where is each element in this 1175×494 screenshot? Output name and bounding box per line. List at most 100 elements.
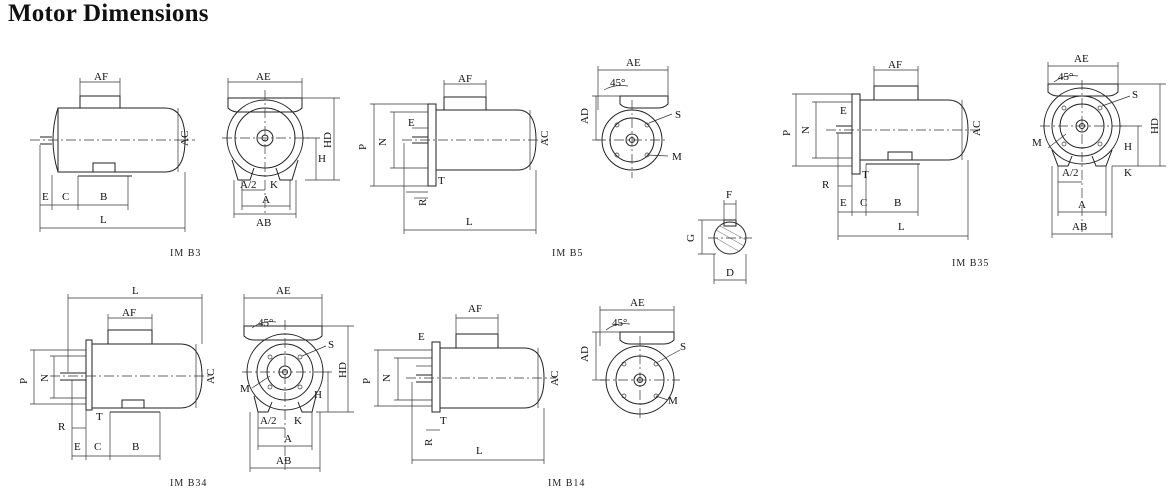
dim-label-e: E: [42, 191, 49, 203]
im-b3-front-view: [222, 78, 340, 218]
dim-label-45-deg: 45°: [612, 317, 627, 329]
dim-label-e: E: [840, 105, 847, 117]
caption-im-b5: IM B5: [552, 248, 583, 259]
dim-label-r: R: [423, 438, 435, 446]
dim-label-n: N: [39, 374, 51, 382]
dim-label-ac: AC: [971, 121, 983, 136]
dim-label-l: L: [466, 216, 473, 228]
dim-label-e: E: [840, 197, 847, 209]
dim-label-ad: AD: [579, 108, 591, 124]
dim-label-m: M: [668, 395, 678, 407]
dim-label-a: A: [284, 433, 292, 445]
dim-label-hd: HD: [337, 362, 349, 378]
dim-label-n: N: [377, 138, 389, 146]
dim-label-ae: AE: [256, 71, 271, 83]
dim-label-m: M: [1032, 137, 1042, 149]
dim-label-a: A: [1078, 199, 1086, 211]
dim-label-h: H: [314, 389, 322, 401]
im-b35-side-view: [792, 66, 978, 240]
dim-label-l: L: [100, 214, 107, 226]
dim-label-hd: HD: [1149, 118, 1161, 134]
im-b3-side-view: [30, 78, 195, 232]
dim-label-b: B: [132, 441, 139, 453]
page-title: Motor Dimensions: [8, 0, 209, 27]
dim-label-l: L: [132, 285, 139, 297]
dim-label-s: S: [680, 341, 686, 353]
dim-label-ac: AC: [549, 371, 561, 386]
dim-label-af: AF: [94, 71, 108, 83]
dim-label-h: H: [318, 153, 326, 165]
caption-im-b34: IM B34: [170, 478, 207, 489]
dim-label-ae: AE: [630, 297, 645, 309]
dim-label-l: L: [476, 445, 483, 457]
im-b35-front-view: [1040, 62, 1166, 238]
dim-label-t: T: [862, 169, 869, 181]
dim-label-h: H: [1124, 141, 1132, 153]
dim-label-ab: AB: [1072, 221, 1087, 233]
dim-label-ae: AE: [1074, 53, 1089, 65]
dim-label-b: B: [100, 191, 107, 203]
dim-label-m: M: [240, 383, 250, 395]
dim-label-e: E: [418, 331, 425, 343]
dim-label-p: P: [18, 378, 30, 384]
dim-label-p: P: [357, 144, 369, 150]
dim-label-d: D: [726, 267, 734, 279]
dim-label-c: C: [62, 191, 69, 203]
dim-label-af: AF: [888, 59, 902, 71]
dim-label-p: P: [361, 378, 373, 384]
dim-label-t: T: [96, 411, 103, 423]
dim-label-ab: AB: [256, 217, 271, 229]
dim-label-a: A: [262, 194, 270, 206]
im-b5-front-view: [592, 66, 673, 178]
im-b34-side-view: [30, 294, 212, 460]
dim-label-t: T: [438, 175, 445, 187]
caption-im-b35: IM B35: [952, 258, 989, 269]
dim-label-ad: AD: [579, 346, 591, 362]
dim-label-k: K: [294, 415, 302, 427]
dim-label-g: G: [685, 234, 697, 242]
dim-label-l: L: [898, 221, 905, 233]
shaft-section-view: [698, 200, 752, 284]
caption-im-b14: IM B14: [548, 478, 585, 489]
im-b34-front-view: [242, 294, 354, 472]
dim-label-af: AF: [468, 303, 482, 315]
dim-label-c: C: [94, 441, 101, 453]
caption-im-b3: IM B3: [170, 248, 201, 259]
dim-label-ac: AC: [205, 369, 217, 384]
dim-label-e: E: [408, 117, 415, 129]
dim-label-r: R: [58, 421, 66, 433]
dim-label-t: T: [440, 415, 447, 427]
dim-label-ab: AB: [276, 455, 291, 467]
dim-label-af: AF: [458, 73, 472, 85]
dim-label-a2: A/2: [240, 179, 257, 191]
dim-label-s: S: [328, 339, 334, 351]
dim-label-p: P: [781, 130, 793, 136]
dim-label-ae: AE: [276, 285, 291, 297]
dim-label-af: AF: [122, 307, 136, 319]
dim-label-r: R: [822, 179, 830, 191]
dim-label-ac: AC: [539, 131, 551, 146]
dim-label-s: S: [1132, 89, 1138, 101]
dim-label-k: K: [1124, 167, 1132, 179]
dim-label-n: N: [381, 374, 393, 382]
dim-label-b: B: [894, 197, 901, 209]
dim-label-m: M: [672, 151, 682, 163]
dim-label-a2: A/2: [1062, 167, 1079, 179]
im-b14-front-view: [592, 306, 681, 420]
dim-label-c: C: [860, 197, 867, 209]
dim-label-45-deg: 45°: [258, 317, 273, 329]
dim-label-e: E: [74, 441, 81, 453]
dim-label-45-deg: 45°: [610, 77, 625, 89]
dim-label-ae: AE: [626, 57, 641, 69]
dim-label-s: S: [675, 109, 681, 121]
dim-label-n: N: [800, 126, 812, 134]
dim-label-k: K: [270, 179, 278, 191]
dim-label-a2: A/2: [260, 415, 277, 427]
dim-label-r: R: [417, 198, 429, 206]
dim-label-hd: HD: [322, 132, 334, 148]
dim-label-45-deg: 45°: [1058, 71, 1073, 83]
dim-label-f: F: [726, 189, 732, 201]
dim-label-ac: AC: [179, 131, 191, 146]
im-b5-side-view: [370, 80, 548, 234]
